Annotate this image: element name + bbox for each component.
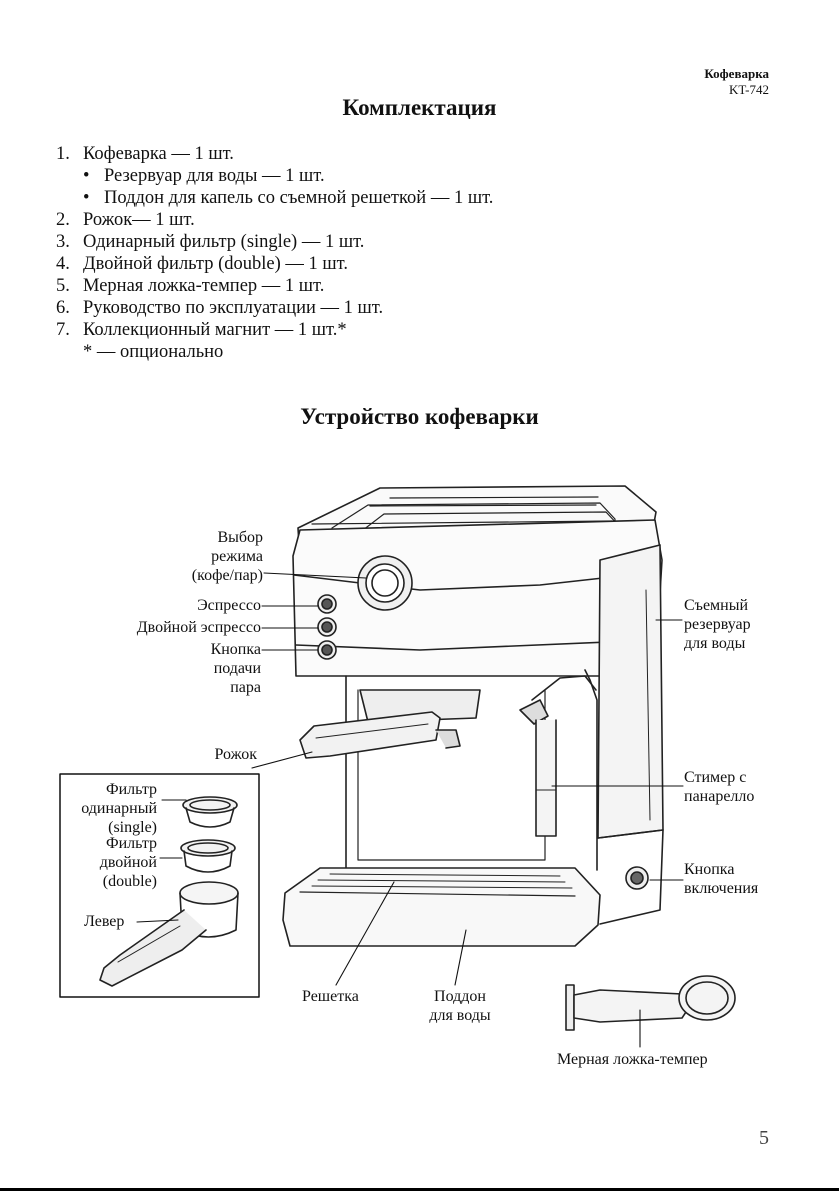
leader-lines <box>136 572 684 1048</box>
tamper-illustration <box>565 975 736 1031</box>
list-item: •Резервуар для воды — 1 шт. <box>83 166 325 186</box>
section-title-device: Устройство кофеварки <box>300 404 539 429</box>
list-item: 5.Мерная ложка-темпер — 1 шт. <box>56 276 325 296</box>
list-item: 3.Одинарный фильтр (single) — 1 шт. <box>56 232 365 252</box>
label-grate: Решетка <box>302 988 359 1005</box>
label-filter-double: Фильтр двойной (double) <box>99 835 157 890</box>
label-lever: Левер <box>84 913 125 930</box>
portafilter-illustration <box>99 881 239 987</box>
label-mode-select: Выбор режима (кофе/пар) <box>191 529 263 584</box>
page-number: 5 <box>759 1127 769 1149</box>
list-item: 7.Коллекционный магнит — 1 шт.* <box>56 320 347 340</box>
label-drip-tray: Поддон для воды <box>429 988 491 1024</box>
list-item: 4.Двойной фильтр (double) — 1 шт. <box>56 254 348 274</box>
double-filter-illustration <box>180 839 236 873</box>
brand-name: Кофеварка <box>704 66 769 81</box>
label-steamer: Стимер с панарелло <box>684 769 755 805</box>
coffee-machine-illustration <box>282 485 664 947</box>
label-espresso: Эспрессо <box>197 597 261 614</box>
label-power-button: Кнопка включения <box>684 861 759 897</box>
bottom-rule <box>0 1188 839 1191</box>
label-double-espresso: Двойной эспрессо <box>136 619 261 636</box>
label-tank: Съемный резервуар для воды <box>684 597 751 652</box>
label-portafilter: Рожок <box>214 746 257 763</box>
contents-list: 1.Кофеварка — 1 шт. •Резервуар для воды … <box>56 143 493 363</box>
label-tamper: Мерная ложка-темпер <box>557 1051 708 1068</box>
list-item: 6.Руководство по эксплуатации — 1 шт. <box>56 298 384 318</box>
section-title-contents: Комплектация <box>342 95 497 120</box>
list-item: •Поддон для капель со съемной решеткой —… <box>83 188 494 208</box>
list-item: 1.Кофеварка — 1 шт. <box>56 144 234 164</box>
document-header: Кофеварка KT-742 <box>704 66 769 98</box>
accessories-inset-frame <box>59 773 260 998</box>
model-number: KT-742 <box>729 82 769 97</box>
label-filter-single: Фильтр одинарный (single) <box>81 781 157 836</box>
footnote: * — опционально <box>83 342 224 362</box>
single-filter-illustration <box>182 796 238 828</box>
label-steam-button: Кнопка подачи пара <box>210 641 261 696</box>
list-item: 2.Рожок— 1 шт. <box>56 210 195 230</box>
